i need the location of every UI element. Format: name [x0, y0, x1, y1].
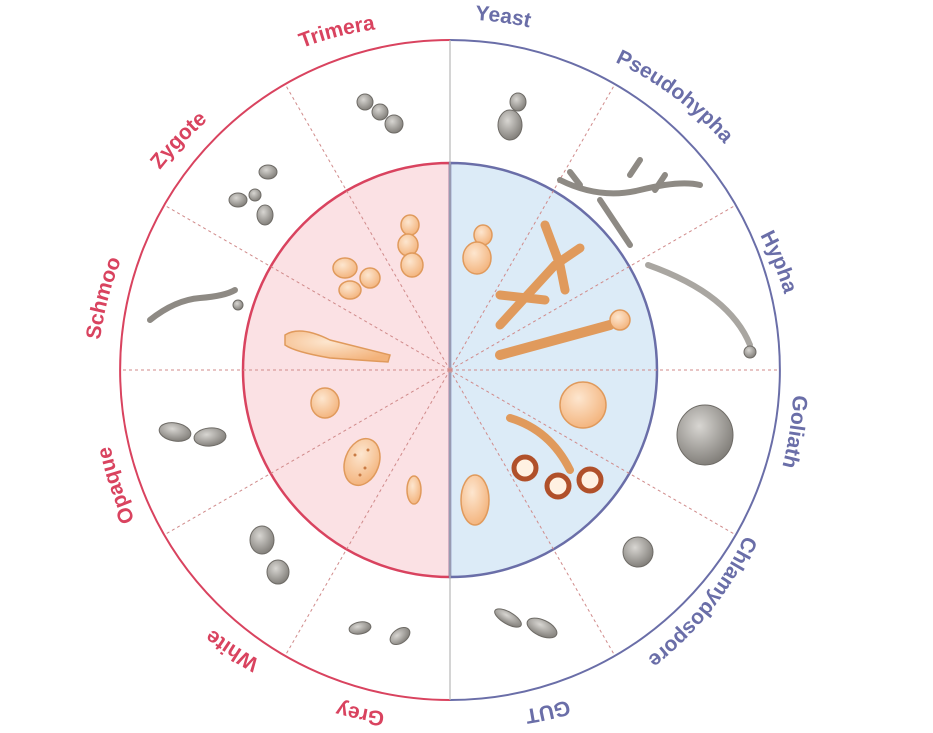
label-chlamydospore: Chlamydospore — [644, 533, 761, 672]
chlamydospore-photo — [622, 536, 654, 568]
label-goliath: Goliath — [777, 395, 811, 471]
grey-photo — [348, 621, 411, 646]
yeast-photo — [497, 92, 527, 141]
pseudohypha-cell — [495, 220, 585, 330]
zygote-cell — [397, 214, 424, 278]
trimera-cell — [332, 257, 381, 300]
outer-ring-right — [449, 39, 781, 701]
yeast-cell — [462, 224, 493, 275]
label-white: White — [201, 625, 262, 676]
label-gut: GUT — [524, 695, 573, 727]
hypha-photo — [645, 262, 757, 359]
hypha-cell — [495, 309, 631, 360]
opaque-photo — [158, 422, 227, 447]
label-trimera: Trimera — [296, 11, 377, 52]
grey-cell — [406, 475, 422, 505]
trimera-photo — [356, 93, 404, 134]
white-cell — [343, 437, 381, 487]
zygote-photo — [228, 164, 278, 226]
micrographs — [147, 92, 757, 646]
outer-ring-left — [119, 39, 451, 701]
label-zygote: Zygote — [146, 107, 211, 173]
cell-illustrations — [284, 214, 631, 526]
schmoo-cell — [284, 330, 391, 363]
opaque-cell — [310, 387, 340, 419]
goliath-cell — [559, 381, 607, 429]
label-pseudohypha: Pseudohypha — [613, 46, 738, 148]
gut-cell — [460, 474, 490, 526]
label-grey: Grey — [333, 698, 386, 730]
chlamydospore-cell — [506, 414, 604, 500]
goliath-photo — [676, 404, 734, 466]
label-schmoo: Schmoo — [82, 254, 126, 341]
schmoo-photo — [147, 287, 244, 323]
white-photo — [249, 525, 290, 585]
label-yeast: Yeast — [475, 2, 533, 32]
dotted-spokes — [120, 83, 780, 657]
pseudohypha-photo — [557, 157, 703, 248]
gut-photo — [494, 608, 558, 639]
